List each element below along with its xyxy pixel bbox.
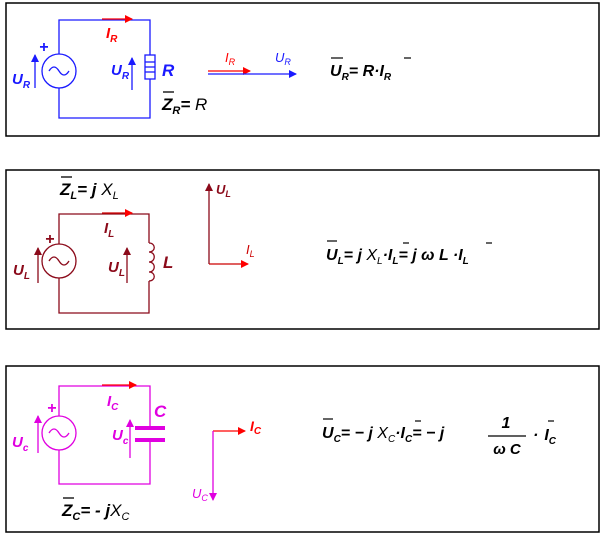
resistor-source-voltage-label: UR [12, 71, 31, 91]
inductor-element-label: L [163, 253, 173, 272]
resistor-panel-frame [5, 2, 600, 137]
inductor-phasor-current-label: IL [246, 242, 255, 259]
capacitor-circuit [41, 385, 151, 485]
resistor-element-voltage-label: UR [111, 62, 130, 82]
resistor-panel: + UR IR UR R IR UR ZR= R UR= R·IR [5, 2, 600, 137]
inductor-impedance: ZL= j XL [59, 180, 119, 202]
inductor-element-voltage-label: UL [108, 259, 125, 279]
capacitor-impedance: ZC= - jXC [61, 501, 129, 523]
resistor-impedance: ZR= R [161, 95, 207, 117]
capacitor-formula: UC= − j XC·IC= − j [322, 425, 445, 445]
capacitor-current-label: IC [107, 393, 119, 413]
capacitor-panel: + Uc IC Uc C IC UC ZC= - jXC UC= − j XC·… [5, 365, 600, 533]
resistor-element-label: R [162, 61, 175, 80]
inductor-panel-frame [5, 169, 600, 330]
capacitor-formula-numerator: 1 [502, 415, 511, 432]
capacitor-phasor-voltage-label: UC [192, 486, 208, 503]
capacitor-formula-denominator: ω C [493, 441, 522, 458]
inductor-formula: UL= j XL·IL= j ω L ·IL [326, 247, 469, 267]
capacitor-formula-tail: ·IC [533, 427, 557, 447]
inductor-source-voltage-label: UL [13, 262, 30, 282]
capacitor-panel-frame [5, 365, 600, 533]
capacitor-phasor-current-label: IC [250, 418, 262, 437]
inductor-circuit [41, 213, 155, 314]
capacitor-plate-top [135, 426, 165, 430]
resistor-phasor-current-label: IR [225, 50, 236, 67]
inductor-current-label: IL [104, 220, 114, 240]
resistor-circuit [41, 19, 156, 119]
capacitor-source-voltage-label: Uc [12, 434, 29, 454]
capacitor-plus-sign: + [47, 400, 56, 417]
resistor-plus-sign: + [39, 39, 48, 56]
capacitor-element-voltage-label: Uc [112, 427, 129, 447]
resistor-phasor-voltage-label: UR [275, 50, 291, 67]
capacitor-plate-bottom [135, 438, 165, 442]
inductor-panel: ZL= j XL + UL IL UL L UL IL UL= j XL·IL=… [5, 169, 600, 330]
capacitor-element-label: C [154, 402, 167, 421]
inductor-plus-sign: + [45, 231, 54, 248]
inductor-phasor-voltage-label: UL [216, 182, 231, 199]
resistor-current-label: IR [106, 25, 118, 45]
resistor-formula: UR= R·IR [330, 63, 392, 83]
